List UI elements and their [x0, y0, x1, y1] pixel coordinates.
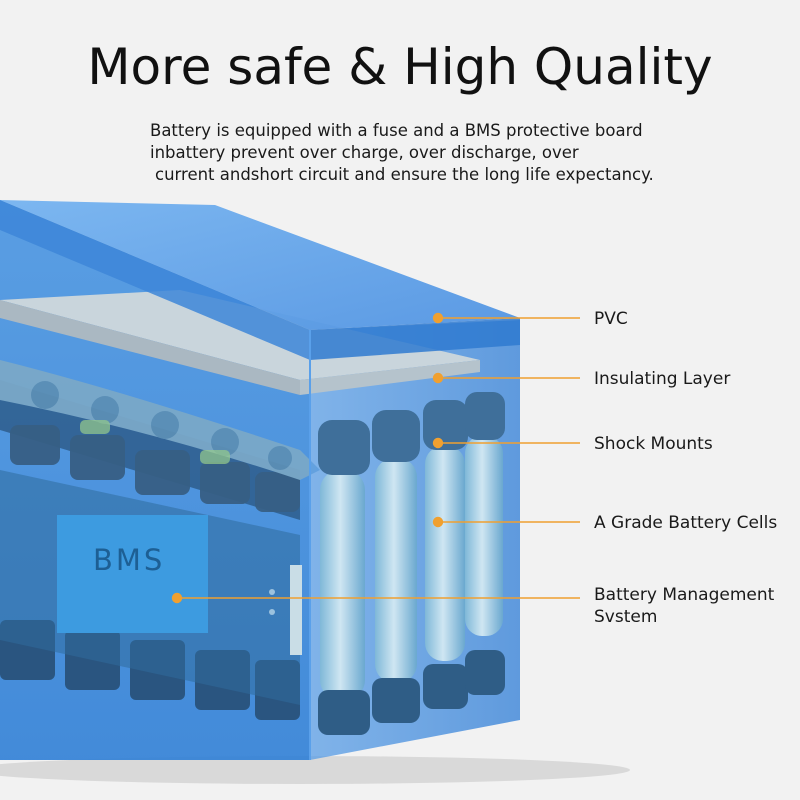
battery-cell — [320, 470, 365, 700]
description-line-2: inbattery prevent over charge, over disc… — [150, 143, 579, 162]
callout-bms-line1: Battery Management — [594, 585, 775, 605]
description: Battery is equipped with a fuse and a BM… — [150, 120, 710, 186]
bms-board — [57, 515, 208, 633]
bms-label: BMS — [93, 543, 166, 577]
bms-connector — [290, 565, 302, 655]
callout-shock-mounts: Shock Mounts — [594, 434, 713, 454]
battery-cell — [425, 446, 465, 661]
cell-tops — [0, 360, 320, 480]
callout-pvc: PVC — [594, 309, 628, 329]
pvc-lid — [0, 200, 520, 360]
description-line-3: current andshort circuit and ensure the … — [155, 165, 654, 184]
floor-shadow — [0, 756, 630, 784]
page-title: More safe & High Quality — [87, 38, 713, 96]
callout-insulating-layer: Insulating Layer — [594, 369, 731, 389]
bms-board-area — [0, 470, 302, 705]
battery-cells — [318, 392, 505, 735]
battery-cell — [465, 436, 503, 636]
callout-battery-cells: A Grade Battery Cells — [594, 513, 778, 533]
description-line-1: Battery is equipped with a fuse and a BM… — [150, 121, 643, 140]
callout-bms-line2: Svstem — [594, 607, 658, 627]
callout-lines — [171, 312, 580, 604]
battery-cell — [375, 458, 417, 683]
insulating-layer — [0, 290, 480, 395]
